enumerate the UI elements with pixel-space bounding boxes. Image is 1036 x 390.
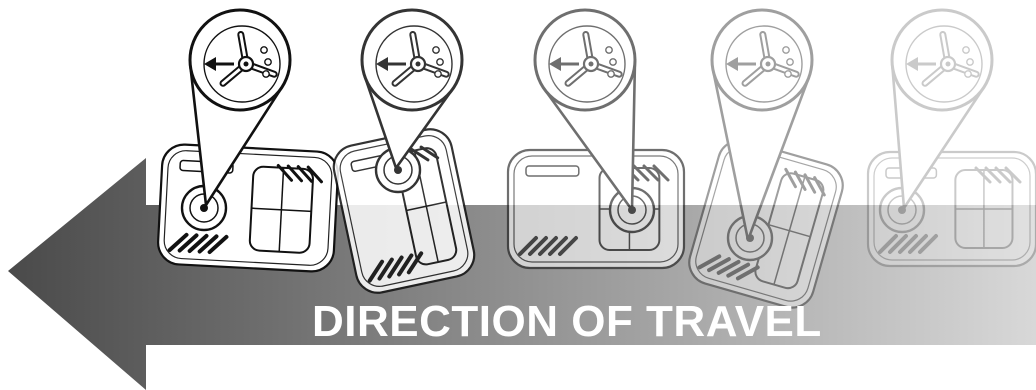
wheel-hub-arrow-icon — [362, 10, 462, 110]
wheel-hub-arrow-icon — [892, 10, 992, 110]
wheel-hub-arrow-icon — [535, 10, 635, 110]
direction-label: DIRECTION OF TRAVEL — [312, 296, 872, 348]
mower-frame-1 — [157, 10, 339, 273]
mower-frame-2 — [330, 10, 479, 297]
wheel-hub-arrow-icon — [190, 10, 290, 110]
robot-mower-topview-icon — [508, 150, 684, 268]
wheel-hub-arrow-icon — [712, 10, 812, 110]
mower-frame-5 — [868, 10, 1036, 266]
mower-frame-3 — [508, 10, 684, 268]
